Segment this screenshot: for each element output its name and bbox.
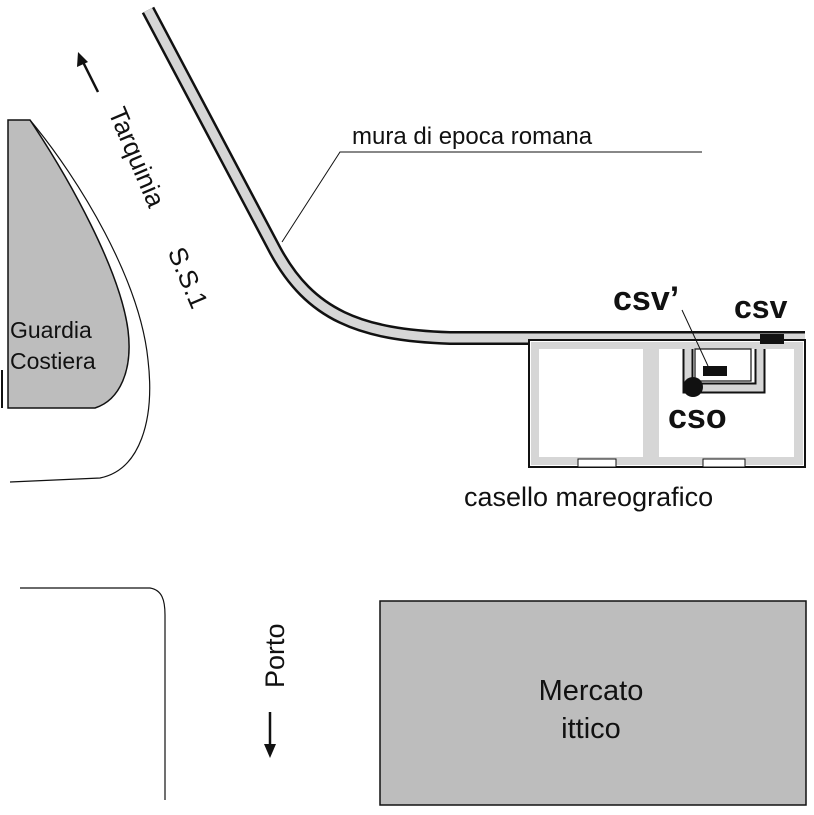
port-label: Porto (260, 623, 290, 688)
cso-sensor (683, 377, 703, 397)
road-edge-lower (20, 587, 166, 800)
roman-wall-fill (144, 7, 805, 343)
fish-market-label-line1: Mercato (539, 675, 644, 707)
road-label-ss1: S.S.1 (162, 243, 214, 313)
wall-leader-line (281, 151, 702, 243)
roman-wall-outline (141, 6, 805, 345)
arrow-up-left-icon (77, 52, 100, 93)
cso-label: cso (668, 398, 727, 436)
csv-prime-leader (681, 309, 709, 367)
tide-house-label: casello mareografico (464, 482, 713, 512)
fish-market-building (379, 600, 807, 806)
wall-label: mura di epoca romana (352, 123, 593, 150)
coast-guard-label-line1: Guardia (10, 317, 92, 343)
fish-market-label-line2: ittico (561, 713, 621, 745)
road-edge-upper (9, 119, 151, 483)
road-label-tarquinia: Tarquinia (102, 103, 171, 212)
arrow-down-icon (264, 712, 276, 758)
csv-prime-sensor (703, 366, 727, 376)
coast-guard-label-line2: Costiera (10, 348, 96, 374)
csv-label: csv (734, 289, 788, 325)
csv-sensor (760, 334, 784, 344)
tide-gauge-pipe (694, 348, 752, 382)
coast-guard-building (7, 119, 130, 409)
csv-prime-label: csv’ (613, 280, 679, 318)
